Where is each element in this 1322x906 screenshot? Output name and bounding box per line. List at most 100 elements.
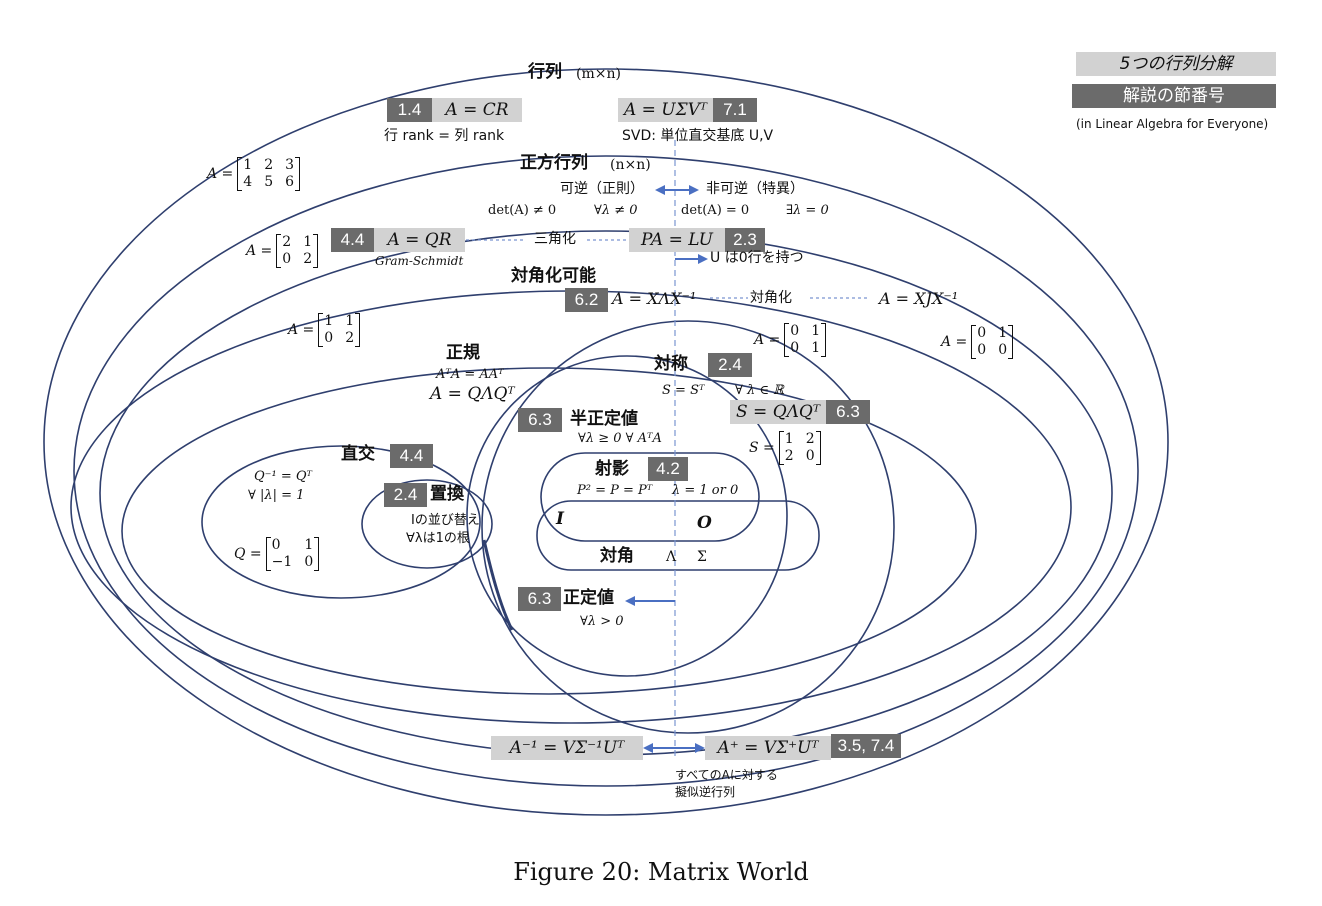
diagonalize-label: 対角化 xyxy=(750,290,792,306)
normal-title: 正規 xyxy=(446,343,480,363)
matrix-cell: 0 xyxy=(271,537,281,553)
orthogonal-condition: Q⁻¹ = Qᵀ xyxy=(254,469,313,484)
svd-note: SVD: 単位直交基底 U,V xyxy=(622,128,774,144)
diagonalizable-section: 6.2 xyxy=(565,288,608,312)
circle-symmetric xyxy=(481,320,895,734)
cr-section: 1.4 xyxy=(387,98,432,122)
matrix-example-label: A = xyxy=(207,166,234,182)
legend-source-note: (in Linear Algebra for Everyone) xyxy=(1076,117,1269,131)
all-lambda-nonzero: ∀λ ≠ 0 xyxy=(594,203,638,218)
cr-note: 行 rank = 列 rank xyxy=(384,128,505,144)
matrix-cell: 1 xyxy=(784,431,794,447)
semidefinite-section: 6.3 xyxy=(518,408,562,432)
pseudo-inverse-note-2: 擬似逆行列 xyxy=(675,785,736,799)
pseudo-inverse-note-1: すべてのAに対する xyxy=(675,768,778,782)
diagonal-sigma: Σ xyxy=(697,549,707,565)
matrix-cell: 0 xyxy=(790,340,800,356)
orthogonal-example: Q = 0 1 −1 0 xyxy=(234,537,320,571)
diagonalizable-formula: A = XΛX⁻¹ xyxy=(612,289,697,308)
orthogonal-section: 4.4 xyxy=(390,444,433,468)
square-example-bracket: 2 1 0 2 xyxy=(276,234,319,268)
pseudo-inverse-section: 3.5, 7.4 xyxy=(831,734,901,758)
projection-eig-condition: λ = 1 or 0 xyxy=(672,483,739,498)
lu-note: U は0行を持つ xyxy=(710,250,804,266)
cr-formula: A = CR xyxy=(432,98,522,122)
matrix-cell: 1 xyxy=(345,313,355,329)
rect-diagonal xyxy=(536,500,820,571)
lu-section: 2.3 xyxy=(725,228,765,252)
lu-formula: PA = LU xyxy=(629,228,725,252)
ellipse-normal xyxy=(121,367,977,695)
matrix-cell: 2 xyxy=(264,157,274,173)
legend-section: 解説の節番号 xyxy=(1072,84,1276,108)
matrix-cell: 0 xyxy=(805,448,815,464)
diagonalizable-example-2-bracket: 0 1 0 1 xyxy=(784,323,827,357)
matrix-title: 行列 xyxy=(528,62,562,82)
matrix-size: (m×n) xyxy=(576,66,621,82)
positive-definite-section: 6.3 xyxy=(518,587,561,611)
symmetric-formula: S = QΛQᵀ xyxy=(730,400,826,424)
diagonalizable-example-3: A = 0 1 0 0 xyxy=(941,325,1014,359)
matrix-cell: 5 xyxy=(264,174,274,190)
ellipse-orthogonal xyxy=(201,445,481,599)
matrix-example-bracket: 1 2 3 4 5 6 xyxy=(237,157,301,191)
det-zero: det(A) = 0 xyxy=(681,203,750,218)
qr-formula: A = QR xyxy=(374,228,465,252)
orthogonal-example-label: Q = xyxy=(234,546,262,562)
square-title: 正方行列 xyxy=(520,153,588,173)
symmetric-example-bracket: 1 2 2 0 xyxy=(778,431,821,465)
singular-label: 非可逆（特異） xyxy=(706,181,804,197)
svd-formula: A = UΣVᵀ xyxy=(618,98,713,122)
matrix-cell: 1 xyxy=(998,325,1008,341)
matrix-cell: 1 xyxy=(811,323,821,339)
matrix-cell: 2 xyxy=(303,251,313,267)
matrix-cell: 1 xyxy=(243,157,253,173)
jordan-formula: A = XJX⁻¹ xyxy=(879,289,959,308)
svd-section: 7.1 xyxy=(713,98,757,122)
permutation-section: 2.4 xyxy=(384,483,427,507)
symmetric-eig-condition: ∀ λ ∈ ℝ xyxy=(735,383,784,398)
figure-caption: Figure 20: Matrix World xyxy=(513,858,809,886)
diagonalizable-title: 対角化可能 xyxy=(511,266,596,286)
permutation-line1: Iの並び替え xyxy=(411,513,480,528)
qr-note: Gram-Schmidt xyxy=(375,254,464,268)
matrix-cell: 0 xyxy=(324,330,334,346)
ellipse-matrix xyxy=(43,68,1169,816)
qr-section: 4.4 xyxy=(331,228,374,252)
positive-definite-condition: ∀λ > 0 xyxy=(580,614,624,629)
normal-formula: A = QΛQᵀ xyxy=(430,384,515,404)
inverse-formula: A⁻¹ = VΣ⁻¹Uᵀ xyxy=(491,736,643,760)
semidefinite-condition: ∀λ ≥ 0 ∀ AᵀA xyxy=(578,431,662,446)
matrix-cell: −1 xyxy=(271,554,293,570)
projection-title: 射影 xyxy=(595,459,629,479)
square-example-label: A = xyxy=(246,243,273,259)
diagonal-title: 対角 xyxy=(600,546,634,566)
diagonalizable-example-2: A = 0 1 0 1 xyxy=(754,323,827,357)
diagonalizable-example-bracket: 1 1 0 2 xyxy=(318,313,361,347)
zero-label: O xyxy=(697,513,712,533)
matrix-cell: 0 xyxy=(977,325,987,341)
matrix-cell: 4 xyxy=(243,174,253,190)
matrix-cell: 2 xyxy=(282,234,292,250)
square-example: A = 2 1 0 2 xyxy=(246,234,319,268)
matrix-cell: 2 xyxy=(805,431,815,447)
symmetric-example: S = 1 2 2 0 xyxy=(749,431,821,465)
matrix-cell: 0 xyxy=(304,554,314,570)
symmetric-condition: S = Sᵀ xyxy=(662,383,705,398)
matrix-cell: 1 xyxy=(303,234,313,250)
symmetric-example-label: S = xyxy=(749,440,775,456)
matrix-cell: 2 xyxy=(345,330,355,346)
orthogonal-example-bracket: 0 1 −1 0 xyxy=(265,537,320,571)
projection-section: 4.2 xyxy=(648,457,688,481)
matrix-cell: 2 xyxy=(784,448,794,464)
matrix-cell: 1 xyxy=(324,313,334,329)
matrix-cell: 1 xyxy=(304,537,314,553)
pseudo-inverse-formula: A⁺ = VΣ⁺Uᵀ xyxy=(705,736,831,760)
diagonalizable-example-3-label: A = xyxy=(941,334,968,350)
permutation-line2: ∀λは1の根 xyxy=(406,531,470,546)
ellipse-diagonalizable xyxy=(70,290,1072,724)
diagonalizable-example-label: A = xyxy=(288,322,315,338)
diagonalizable-example-2-label: A = xyxy=(754,332,781,348)
square-size: (n×n) xyxy=(610,157,651,173)
matrix-cell: 0 xyxy=(998,342,1008,358)
